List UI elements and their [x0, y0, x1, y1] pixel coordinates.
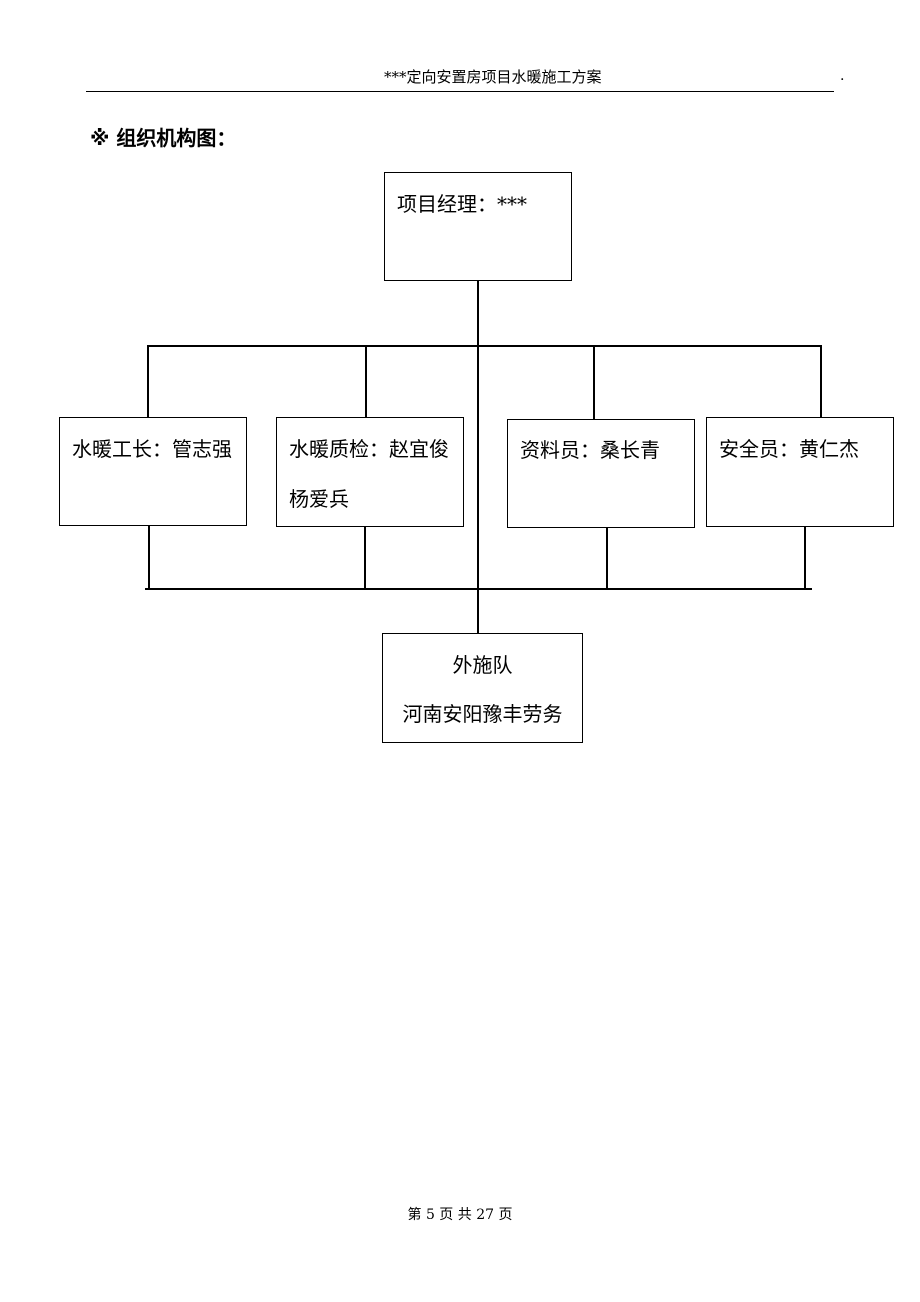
connector-bottom-bus	[145, 588, 812, 590]
connector-drop-4	[820, 345, 822, 417]
header-rule	[86, 91, 834, 92]
connector-top-bus	[147, 345, 822, 347]
connector-drop-2	[365, 345, 367, 417]
connector-rise-1	[148, 525, 150, 588]
org-node-label: 水暖工长：管志强	[72, 437, 232, 461]
org-node-subcontractor: 外施队 河南安阳豫丰劳务	[382, 633, 583, 743]
page-number: 第 5 页 共 27 页	[407, 1207, 513, 1223]
org-node-document-clerk: 资料员：桑长青	[507, 419, 695, 528]
org-node-label: 外施队	[452, 653, 513, 677]
connector-drop-3	[593, 345, 595, 419]
org-node-label-secondary: 河南安阳豫丰劳务	[402, 702, 563, 726]
document-header-title: ***定向安置房项目水暖施工方案	[384, 68, 602, 86]
org-node-label: 项目经理：***	[397, 192, 527, 216]
connector-rise-2	[364, 526, 366, 588]
org-node-label: 水暖质检：赵宜俊	[289, 437, 449, 461]
connector-drop-1	[147, 345, 149, 417]
org-node-safety-officer: 安全员：黄仁杰	[706, 417, 894, 527]
header-trailing-mark: .	[840, 68, 845, 84]
org-node-plumbing-foreman: 水暖工长：管志强	[59, 417, 247, 526]
org-node-label-secondary: 杨爱兵	[289, 487, 349, 511]
connector-main-trunk	[477, 281, 479, 633]
org-node-plumbing-qc: 水暖质检：赵宜俊 杨爱兵	[276, 417, 464, 527]
org-node-project-manager: 项目经理：***	[384, 172, 572, 281]
section-heading: ※ 组织机构图：	[90, 126, 237, 150]
org-node-label: 资料员：桑长青	[520, 438, 660, 462]
org-node-label: 安全员：黄仁杰	[719, 437, 859, 461]
connector-rise-4	[804, 526, 806, 588]
connector-rise-3	[606, 527, 608, 588]
